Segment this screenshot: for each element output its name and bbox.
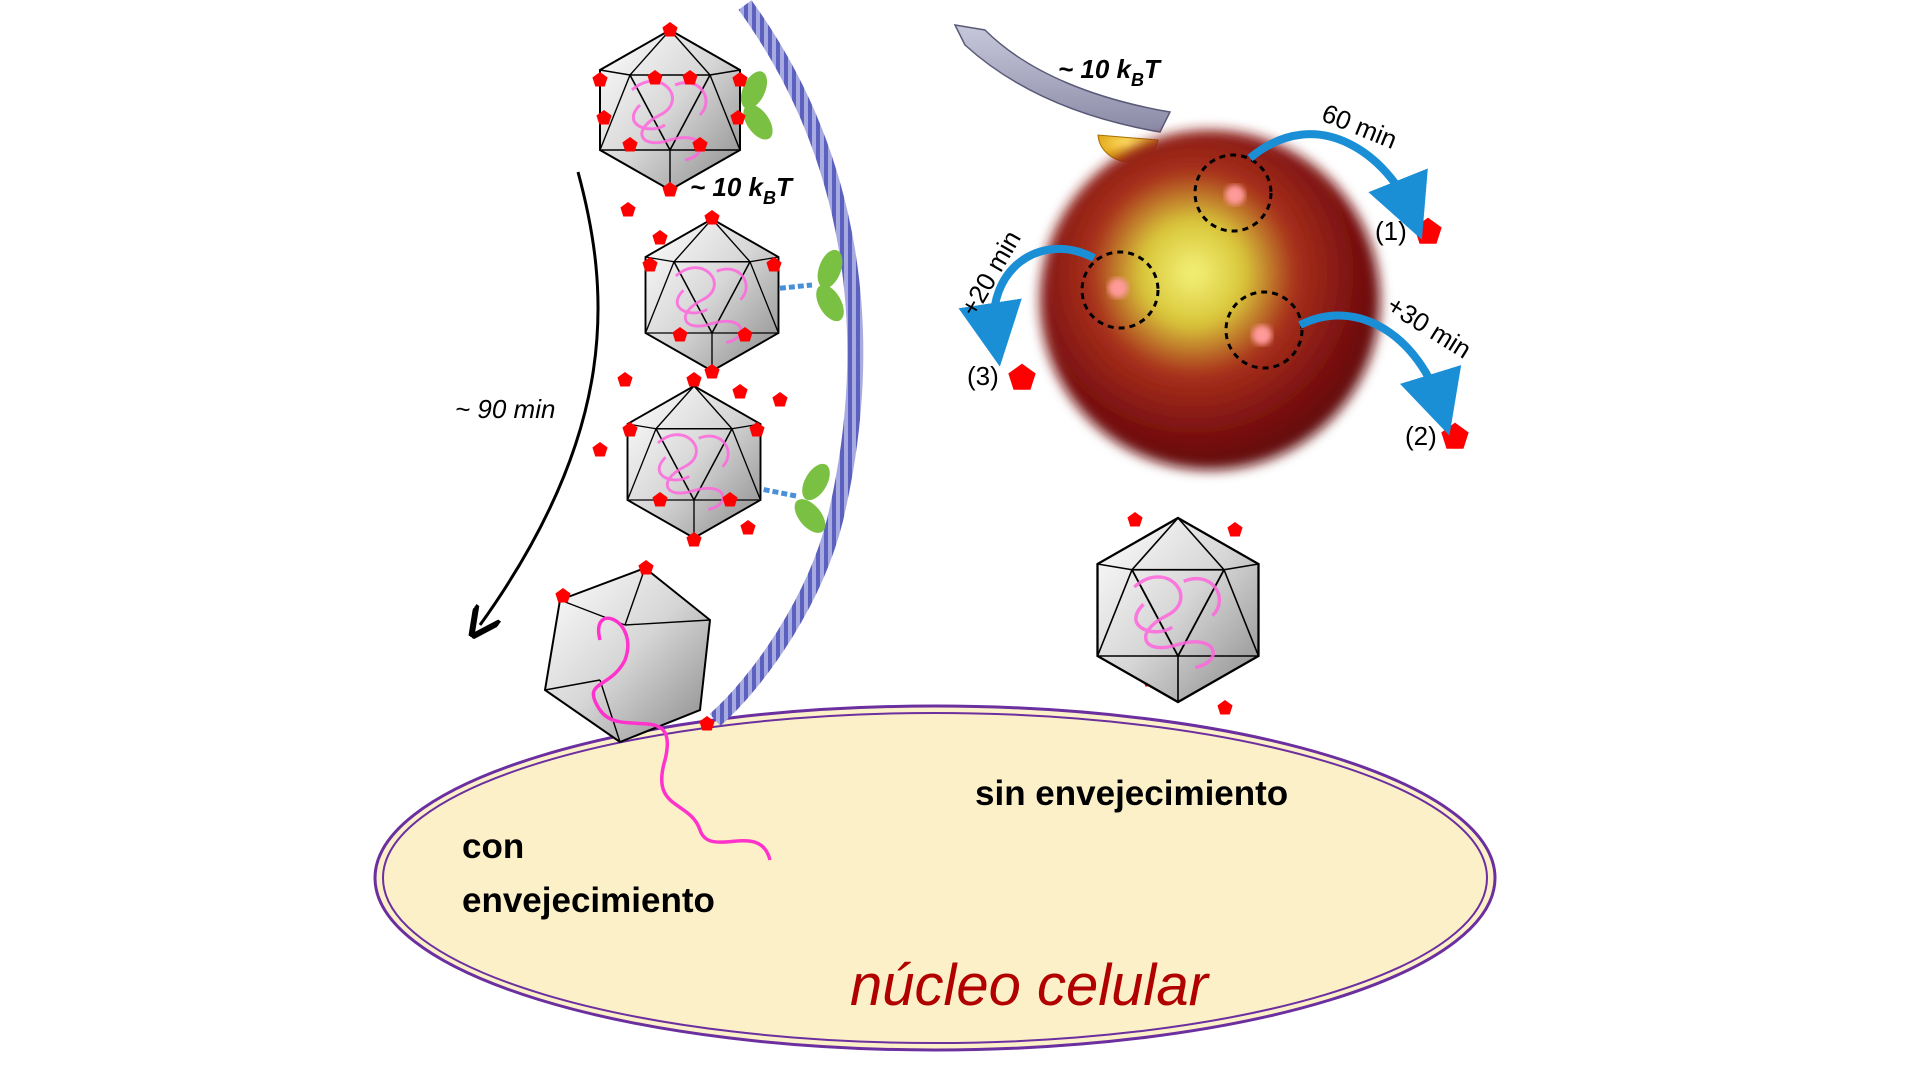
without-aging-label: sin envejecimiento	[975, 774, 1288, 813]
pentamer-icon	[699, 716, 715, 731]
pentamer-icon	[1441, 422, 1469, 449]
curved-arrow-icon	[480, 171, 600, 625]
afm-image	[1040, 130, 1380, 470]
pentamer-icon	[617, 372, 633, 387]
pentamer-icon	[652, 230, 668, 245]
pentamer-icon	[686, 372, 702, 387]
pentamer-icon	[620, 202, 636, 217]
energy-label-left: ~ 10 kBT	[690, 172, 794, 208]
pentamer-icon	[1227, 522, 1243, 537]
step-label-1: (1)	[1375, 216, 1407, 246]
time-label-20: +20 min	[954, 225, 1027, 321]
pentamer-icon	[1127, 512, 1143, 527]
released-dna	[591, 616, 772, 861]
curved-arrow-icon	[958, 130, 1462, 436]
capsid-icon	[1095, 516, 1261, 704]
receptor-icon	[685, 71, 844, 533]
step-label-3: (3)	[967, 361, 999, 391]
pentamer-icon	[1414, 217, 1442, 244]
cell-membrane	[709, 0, 864, 726]
afm-cantilever-icon	[953, 24, 1172, 163]
capsid-icon	[626, 384, 762, 540]
capsid-icon	[598, 28, 742, 192]
pentamer-icon	[704, 210, 720, 225]
pentamer-icon	[638, 560, 654, 575]
nucleus-label: núcleo celular	[850, 953, 1211, 1018]
pentamer-icon	[662, 22, 678, 37]
pentamer-icon	[555, 588, 571, 603]
energy-label-tip: ~ 10 kBT	[1058, 54, 1162, 90]
pentamer-icon	[592, 442, 608, 457]
pentamer-icon	[740, 520, 756, 535]
pentamer-icon	[772, 392, 788, 407]
with-aging-label: con envejecimiento	[462, 827, 715, 920]
pentamer-icon	[1008, 363, 1036, 390]
step-label-2: (2)	[1405, 421, 1437, 451]
cell-nucleus	[373, 704, 1497, 1052]
pentamer-icon	[732, 384, 748, 399]
time-label-30: +30 min	[1382, 290, 1477, 365]
time-label-90: ~ 90 min	[455, 394, 555, 424]
pentamer-icon	[1217, 700, 1233, 715]
